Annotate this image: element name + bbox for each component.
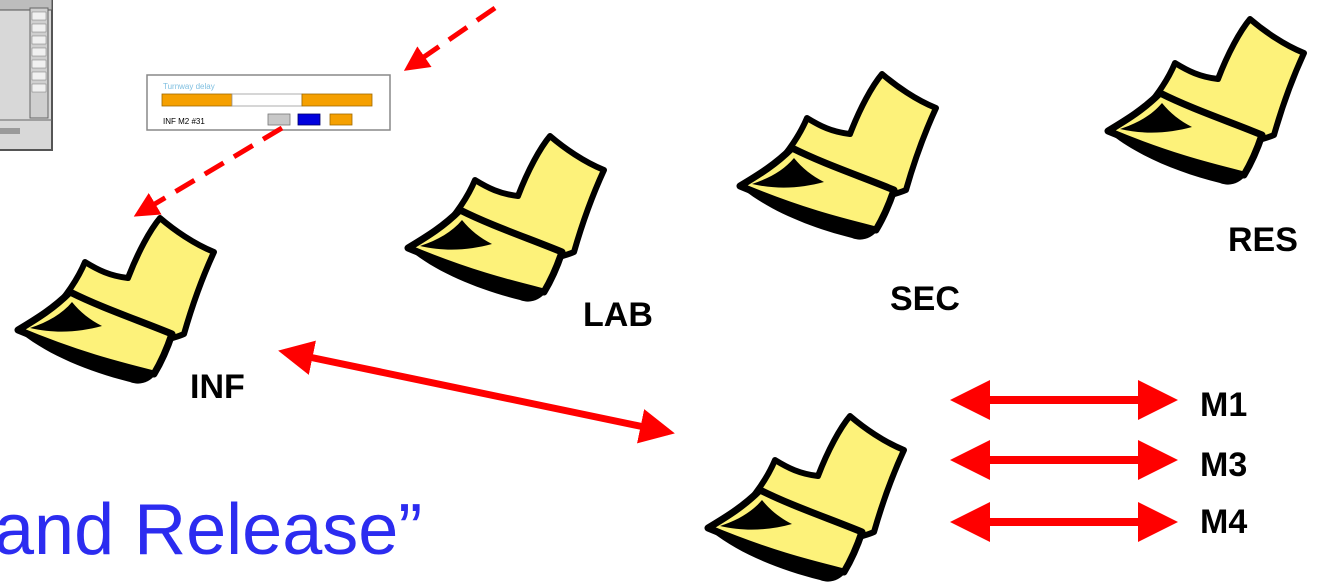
folder-icon-release [708,416,904,582]
label-m1: M1 [1200,386,1248,424]
folder-icon-lab [408,136,604,302]
label-sec: SEC [890,280,960,318]
double-arrow-inf-release [278,340,675,444]
label-res: RES [1228,221,1298,259]
label-m3: M3 [1200,446,1248,484]
folder-icon-sec [740,74,936,240]
delay-panel: Turnway delay INF M2 #31 [146,74,391,131]
label-lab: LAB [583,296,653,334]
server-icon [0,0,53,151]
label-inf: INF [190,368,245,406]
folder-icon-inf [18,218,214,384]
dashed-arrow-to-panel [403,5,497,71]
panel-header: Turnway delay [163,82,215,91]
slide-title: and Release” [0,490,423,570]
dashed-arrow-to-inf [133,125,284,217]
label-m4: M4 [1200,503,1248,541]
panel-row-text: INF M2 #31 [163,117,205,126]
folder-icon-res [1108,19,1304,185]
